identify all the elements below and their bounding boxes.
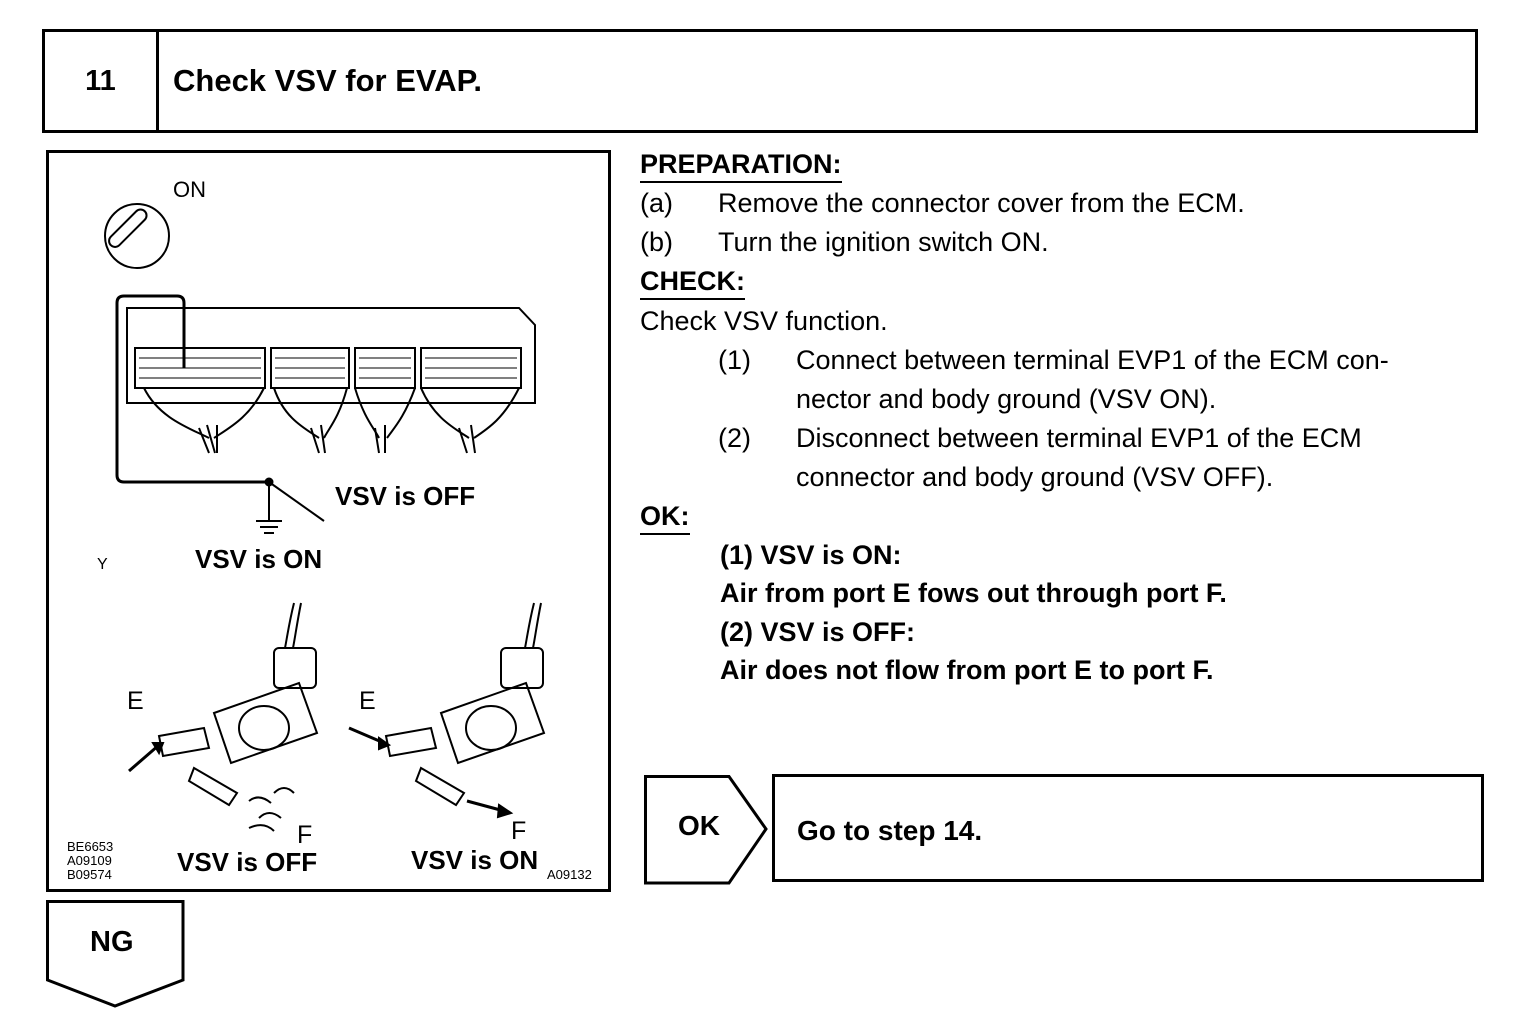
ng-arrow-icon — [46, 900, 185, 1008]
check-item1-marker: (1) — [718, 345, 751, 375]
ok-result1-text: Air from port E fows out through port F. — [720, 578, 1227, 608]
check-item1-line2: nector and body ground (VSV ON). — [796, 384, 1217, 414]
ok-arrow-icon — [644, 775, 768, 885]
ecm-connector-icon — [126, 307, 536, 454]
step-title: Check VSV for EVAP. — [173, 63, 482, 98]
caption-vsv-off: VSV is OFF — [177, 847, 318, 877]
jumper-wire — [115, 294, 325, 534]
check-intro: Check VSV function. — [640, 306, 888, 336]
port-e-left-label: E — [127, 687, 144, 715]
check-heading: CHECK: — [640, 266, 745, 300]
ok-label: OK — [678, 810, 720, 841]
ignition-switch-icon — [104, 203, 170, 269]
caption-vsv-on: VSV is ON — [411, 845, 539, 875]
vsv-left-icon — [128, 602, 319, 832]
prep-a-marker: (a) — [640, 188, 673, 218]
check-item1-line1: Connect between terminal EVP1 of the ECM… — [796, 345, 1389, 375]
ignition-on-label: ON — [173, 177, 206, 202]
port-f-right-label: F — [511, 817, 527, 845]
prep-b-text: Turn the ignition switch ON. — [718, 227, 1049, 257]
diagram-figure: ON VSV is OFF VSV is ON Y E E F F VSV is… — [46, 150, 611, 892]
figure-code-1: BE6653 — [67, 839, 114, 854]
figure-code-2: A09109 — [67, 853, 112, 868]
prep-b-marker: (b) — [640, 227, 673, 257]
switch-off-label: VSV is OFF — [335, 481, 476, 511]
vsv-right-icon — [348, 602, 546, 819]
ok-action-text: Go to step 14. — [797, 815, 983, 846]
ok-result-box: Go to step 14. — [772, 774, 1484, 882]
y-label: Y — [97, 556, 108, 573]
ok-heading: OK: — [640, 501, 690, 535]
check-item2-marker: (2) — [718, 423, 751, 453]
figure-code-3: B09574 — [67, 867, 112, 882]
prep-a-text: Remove the connector cover from the ECM. — [718, 188, 1245, 218]
ng-label: NG — [90, 926, 134, 958]
switch-on-label: VSV is ON — [195, 544, 323, 574]
check-item2-line1: Disconnect between terminal EVP1 of the … — [796, 423, 1362, 453]
figure-code-right: A09132 — [547, 867, 592, 882]
ok-result2-title: (2) VSV is OFF: — [720, 617, 916, 647]
check-item2-line2: connector and body ground (VSV OFF). — [796, 462, 1274, 492]
step-header: 11 Check VSV for EVAP. — [42, 29, 1478, 133]
diagram-drawing — [104, 203, 546, 832]
preparation-heading: PREPARATION: — [640, 149, 842, 183]
ok-result1-title: (1) VSV is ON: — [720, 540, 902, 570]
ok-result2-text: Air does not flow from port E to port F. — [720, 655, 1214, 685]
port-e-right-label: E — [359, 687, 376, 715]
step-number: 11 — [45, 32, 159, 130]
port-f-left-label: F — [297, 821, 313, 849]
